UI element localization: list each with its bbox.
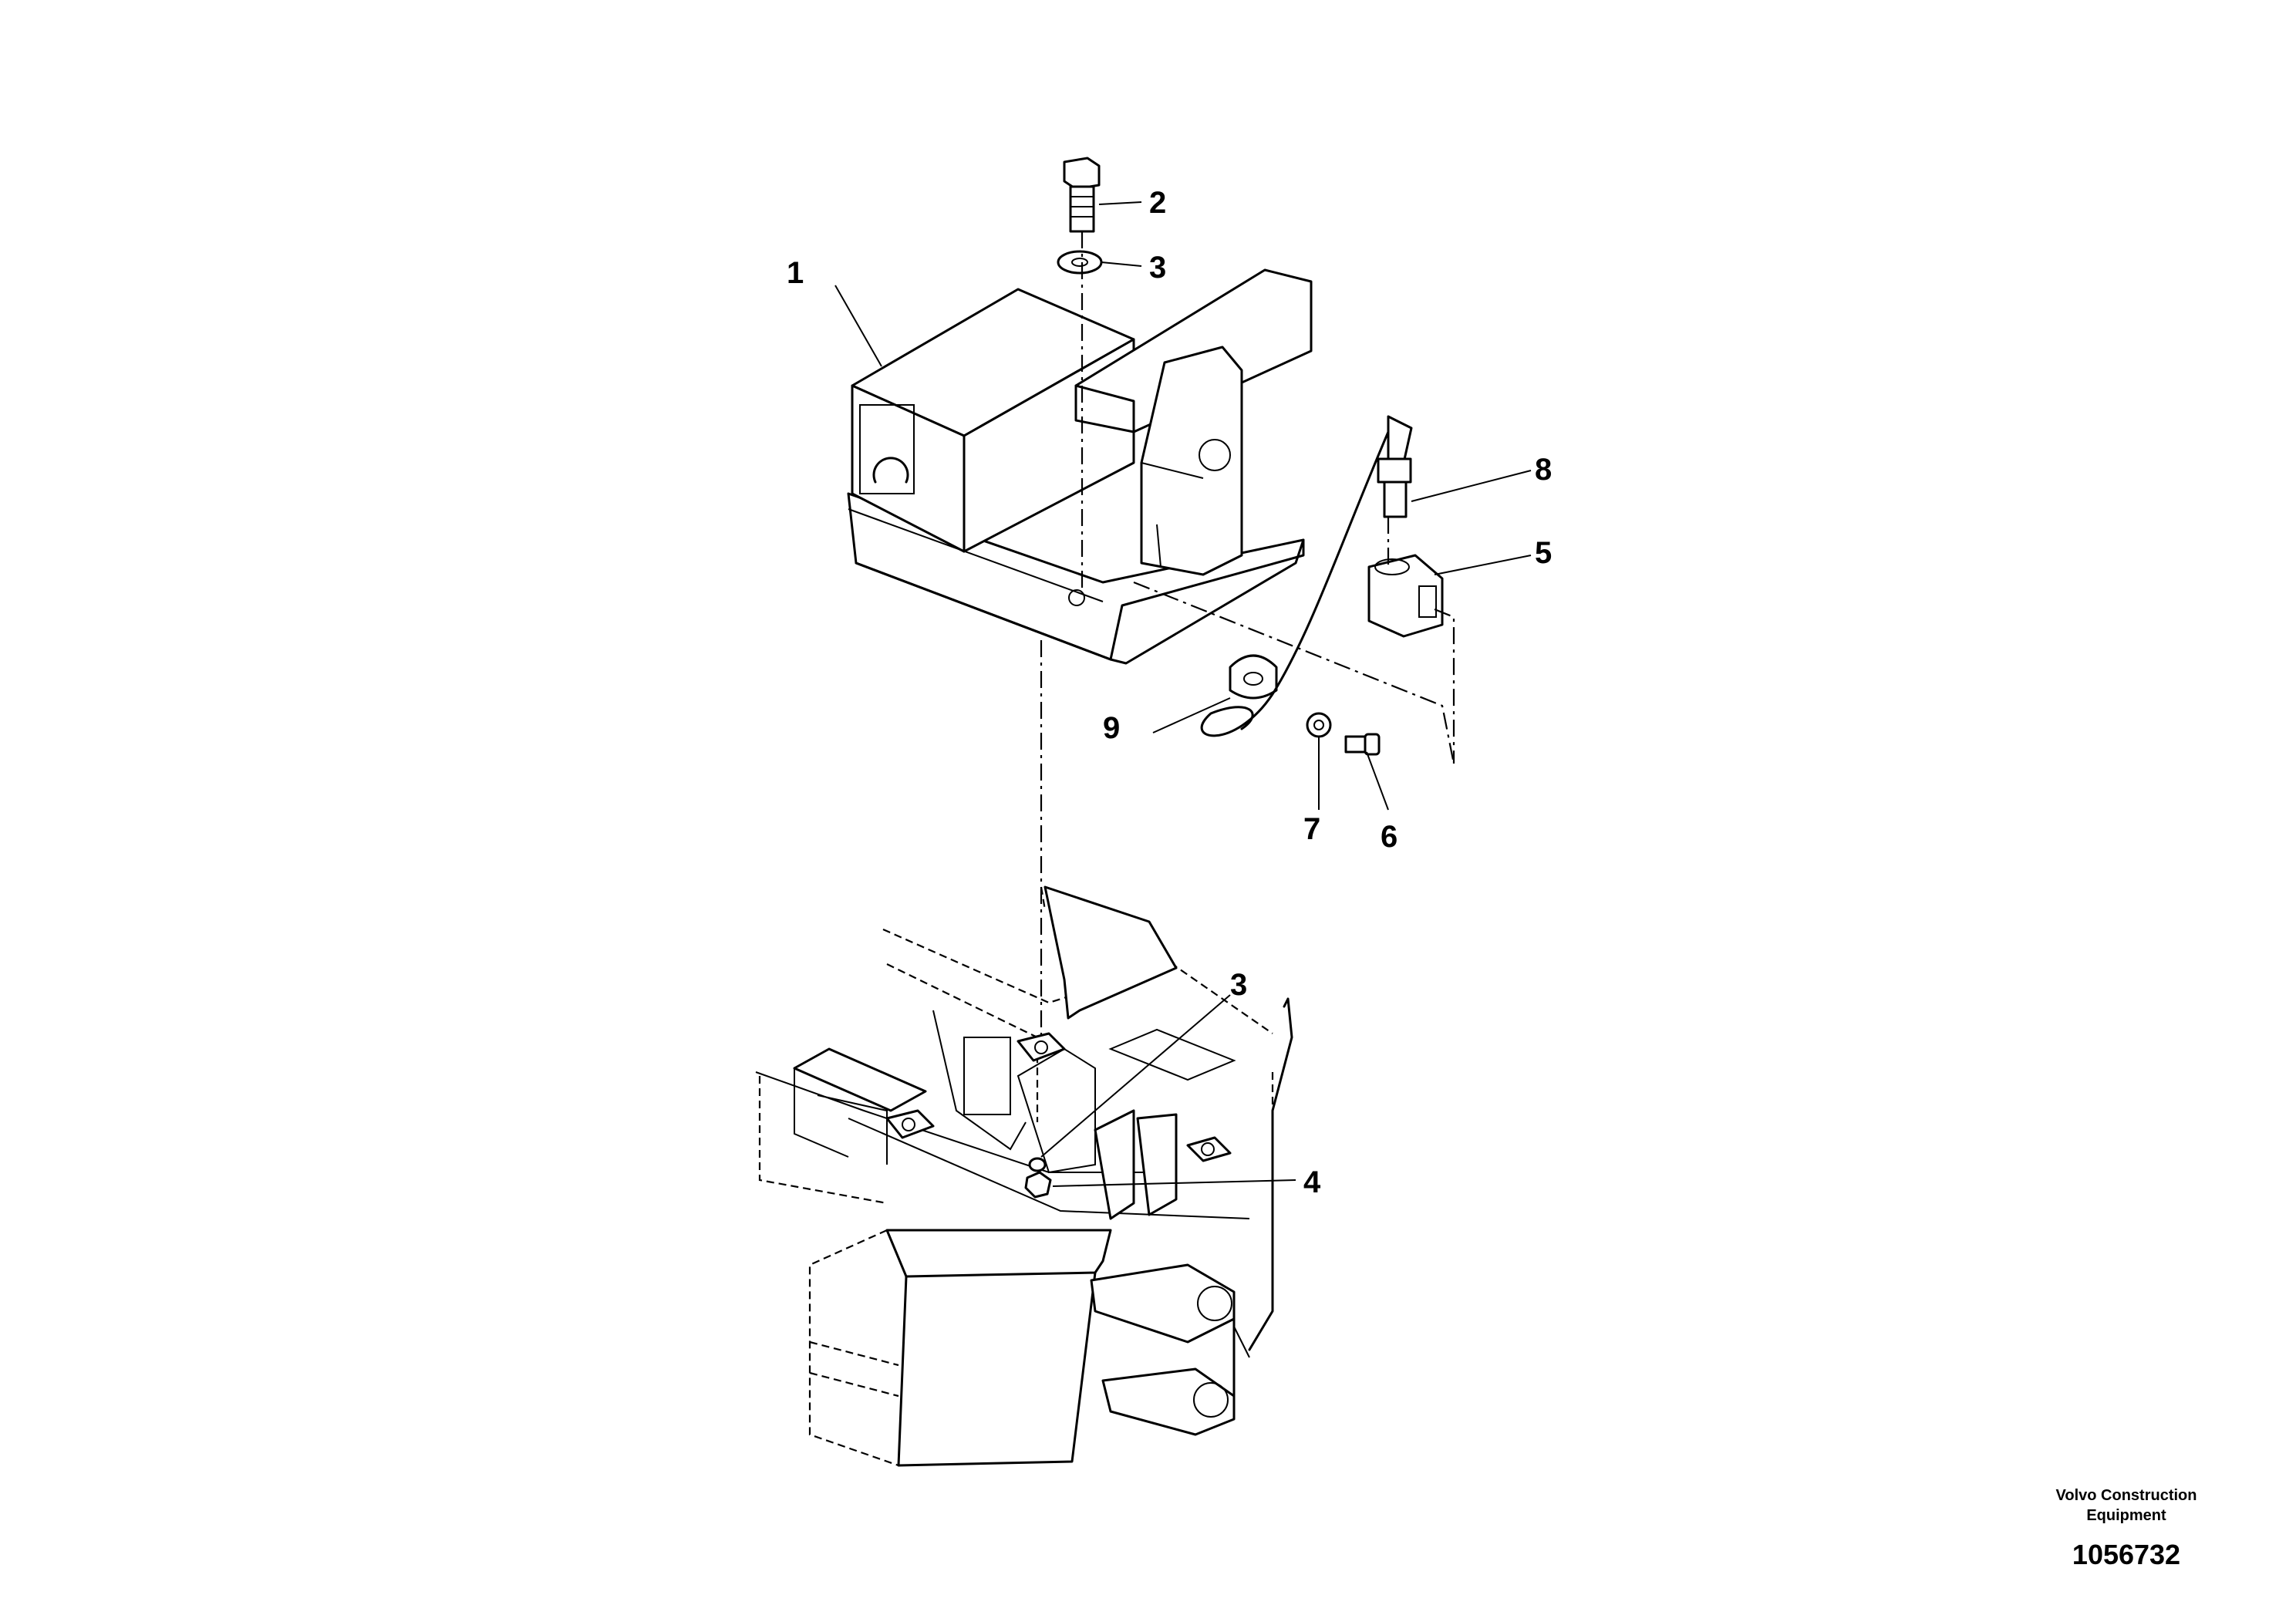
callout-3-top: 3: [1149, 251, 1166, 285]
callout-8: 8: [1535, 453, 1552, 487]
washer-bottom: [1028, 1157, 1047, 1172]
callout-labels: 1 2 3 3 4 5 6 7 8 9: [787, 186, 1552, 1199]
callout-9: 9: [1103, 711, 1120, 745]
callout-3-bottom: 3: [1230, 968, 1247, 1002]
screw-6: [1344, 733, 1381, 756]
washer-top: [1057, 250, 1103, 275]
socket: [1367, 554, 1444, 638]
drawing-number: 1056732: [2072, 1539, 2181, 1570]
plug: [1377, 415, 1413, 518]
callout-1: 1: [787, 256, 804, 290]
leader-lines: [834, 201, 1532, 1187]
brand-name: Volvo Construction Equipment: [2055, 1487, 2197, 1524]
nut: [1024, 1171, 1052, 1199]
assembly-lines: [1040, 231, 1455, 1037]
callout-6: 6: [1381, 820, 1397, 854]
callout-2: 2: [1149, 186, 1166, 220]
washer-7: [1306, 712, 1332, 738]
callout-7: 7: [1303, 812, 1320, 846]
callout-4: 4: [1303, 1165, 1321, 1199]
callout-5: 5: [1535, 536, 1552, 570]
machine-frame: [755, 885, 1293, 1467]
bolt: [1063, 157, 1101, 233]
cable-grommet: [1200, 430, 1390, 737]
battery-box-assembly: [847, 268, 1313, 665]
